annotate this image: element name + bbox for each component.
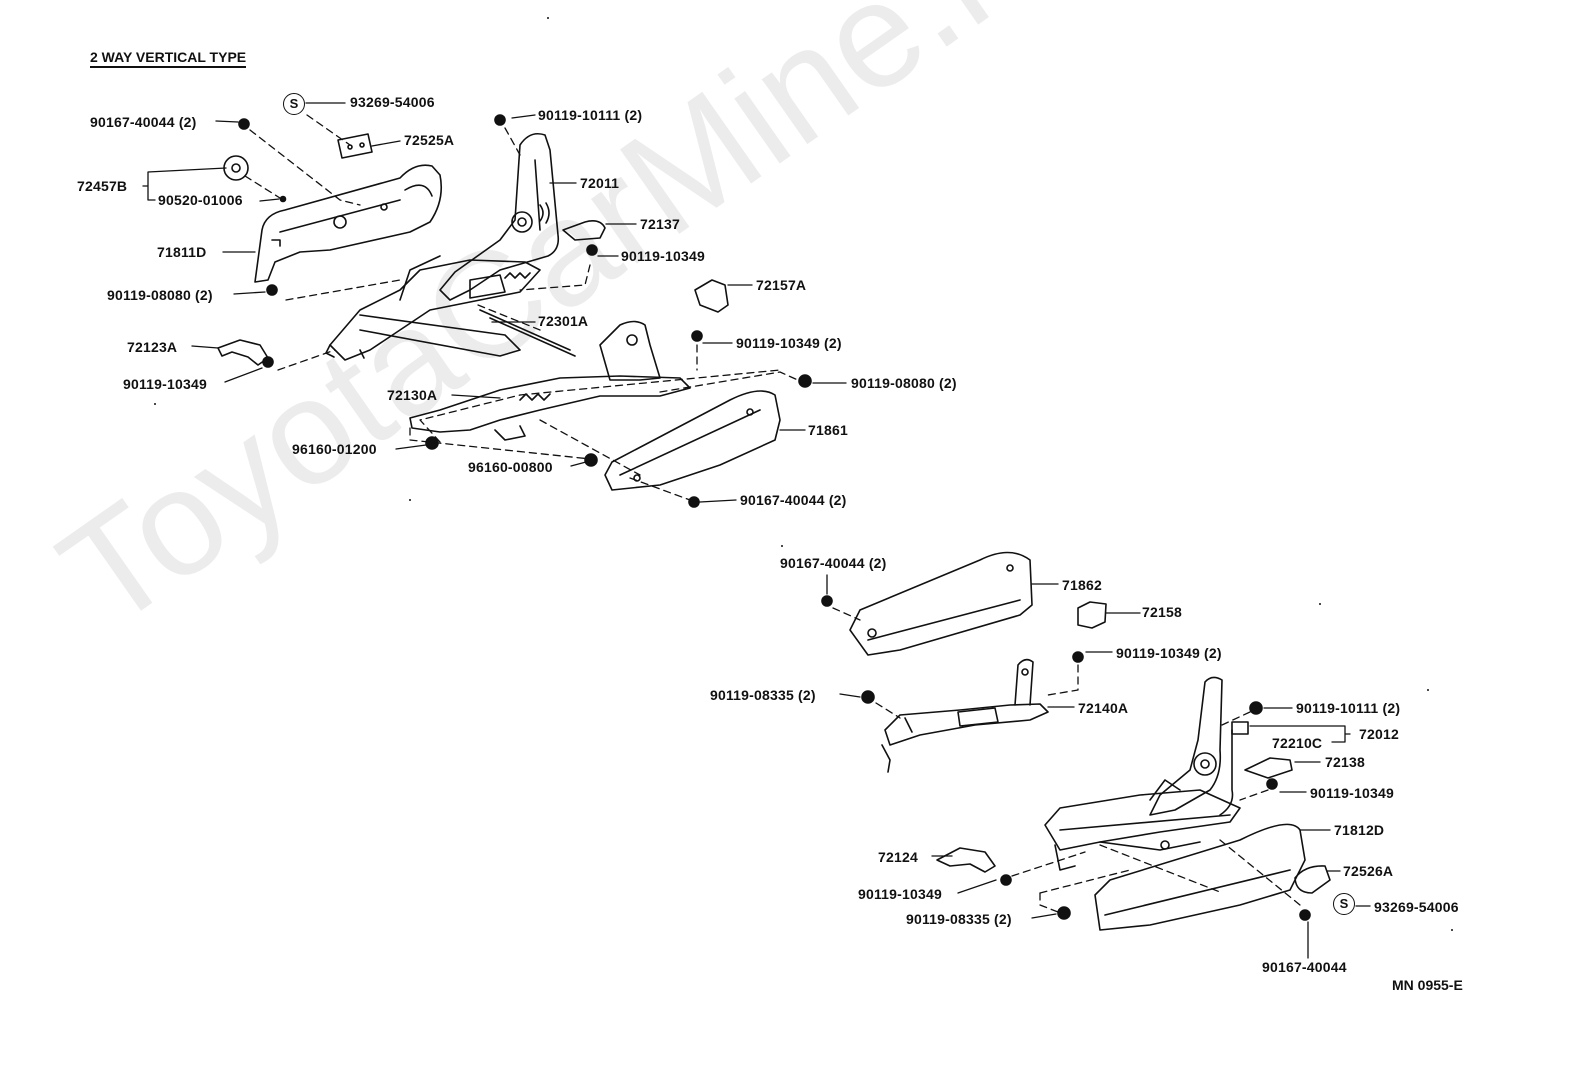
recliner-72011 bbox=[439, 132, 560, 301]
shield-71861 bbox=[604, 390, 781, 491]
track-72140a bbox=[881, 658, 1049, 773]
part-label: 96160-01200 bbox=[292, 441, 377, 457]
part-label: 90520-01006 bbox=[158, 192, 243, 208]
part-label: 72124 bbox=[878, 849, 918, 865]
part-label: 71812D bbox=[1334, 822, 1385, 838]
part-label: 93269-54006 bbox=[350, 94, 435, 110]
cap-72158 bbox=[1077, 601, 1107, 629]
cap-72137 bbox=[562, 220, 606, 241]
part-label: 90119-08335 (2) bbox=[906, 911, 1012, 927]
cover-72526a bbox=[1294, 865, 1331, 894]
scan-specks bbox=[154, 17, 1453, 931]
track-72130a bbox=[409, 320, 691, 441]
part-label: 90119-10349 (2) bbox=[736, 335, 842, 351]
recliner-72012 bbox=[1149, 676, 1234, 816]
part-label: 72526A bbox=[1343, 863, 1394, 879]
cover-71812d bbox=[1094, 823, 1306, 931]
part-label: 90119-10349 bbox=[1310, 785, 1394, 801]
part-label: 72138 bbox=[1325, 754, 1365, 770]
part-label: 90167-40044 (2) bbox=[780, 555, 887, 571]
part-label: 72157A bbox=[756, 277, 807, 293]
part-label: 72457B bbox=[77, 178, 128, 194]
bracket-72210c bbox=[1231, 721, 1249, 735]
part-label: 72012 bbox=[1359, 726, 1399, 742]
part-label: 90167-40044 bbox=[1262, 959, 1347, 975]
part-label: 90119-10349 (2) bbox=[1116, 645, 1222, 661]
s-mark-icon: S bbox=[283, 93, 305, 115]
shield-71862 bbox=[849, 551, 1033, 656]
diagram-title: 2 WAY VERTICAL TYPE bbox=[90, 49, 247, 68]
part-label: 90167-40044 (2) bbox=[90, 114, 197, 130]
part-label: 72301A bbox=[538, 313, 589, 329]
leader-lines-upper bbox=[142, 102, 847, 503]
part-label: 72130A bbox=[387, 387, 438, 403]
part-label: 71861 bbox=[808, 422, 848, 438]
seat-frame-lower bbox=[1044, 779, 1241, 871]
part-label: 72011 bbox=[580, 175, 620, 191]
assembly-dashes-upper bbox=[244, 114, 801, 501]
part-label: 72140A bbox=[1078, 700, 1129, 716]
part-label: 72525A bbox=[404, 132, 455, 148]
part-label: 72137 bbox=[640, 216, 680, 232]
part-label: 72158 bbox=[1142, 604, 1182, 620]
part-label: 90119-10349 bbox=[621, 248, 705, 264]
part-label: 71862 bbox=[1062, 577, 1102, 593]
diagram-code: MN 0955-E bbox=[1392, 977, 1463, 993]
part-label: 71811D bbox=[157, 244, 207, 260]
part-label: 90119-08080 (2) bbox=[107, 287, 213, 303]
part-label: 90119-10111 (2) bbox=[1296, 700, 1401, 716]
seat-frame-upper bbox=[325, 255, 576, 361]
part-label: 72123A bbox=[127, 339, 178, 355]
s-mark-icon: S bbox=[1333, 893, 1355, 915]
bracket-72525a bbox=[337, 133, 373, 159]
part-label: 90119-10349 bbox=[858, 886, 942, 902]
part-label: 90119-10111 (2) bbox=[538, 107, 643, 123]
bracket-72157a bbox=[694, 279, 729, 313]
part-label: 93269-54006 bbox=[1374, 899, 1459, 915]
part-label: 90119-08335 (2) bbox=[710, 687, 816, 703]
bolt-icons-upper bbox=[238, 114, 812, 508]
bracket-72138 bbox=[1244, 757, 1293, 779]
cover-71811d bbox=[254, 164, 443, 283]
cover-72123a bbox=[217, 339, 269, 366]
leader-lines-lower bbox=[826, 574, 1371, 959]
bushing-72457b bbox=[223, 155, 249, 181]
part-label: 90167-40044 (2) bbox=[740, 492, 847, 508]
part-label: 90119-08080 (2) bbox=[851, 375, 957, 391]
part-label: 72210C bbox=[1272, 735, 1323, 751]
part-label: 96160-00800 bbox=[468, 459, 553, 475]
bolt-icons-lower bbox=[821, 595, 1311, 921]
cover-72124 bbox=[936, 847, 996, 873]
assembly-dashes-lower bbox=[832, 607, 1301, 913]
part-label: 90119-10349 bbox=[123, 376, 207, 392]
